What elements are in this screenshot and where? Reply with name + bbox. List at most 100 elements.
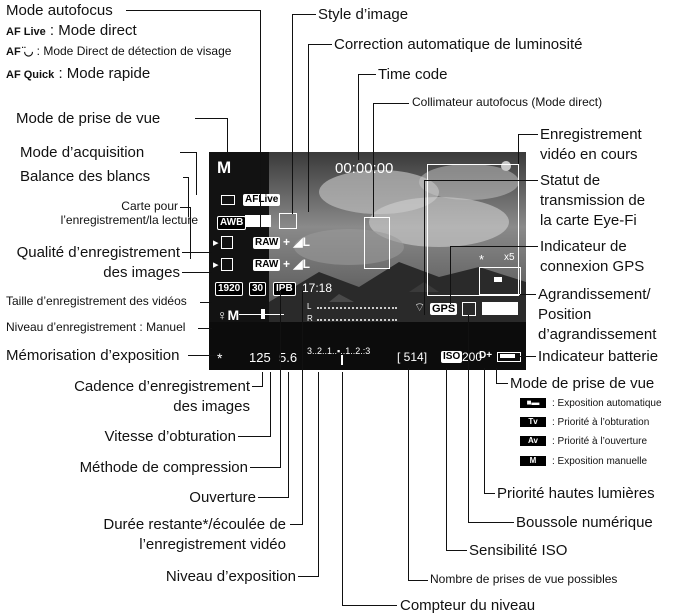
ae-lock-star: * xyxy=(217,350,223,366)
leader-size-h xyxy=(200,302,212,303)
white-balance-badge: AWB xyxy=(217,216,247,230)
magnification-position xyxy=(494,277,502,282)
leader-wb-v xyxy=(188,177,189,217)
jpeg-quality-1: + ◢L xyxy=(283,235,310,249)
compass-icon xyxy=(462,302,476,316)
label-compteur: Compteur du niveau xyxy=(400,597,536,614)
magnification-level: x5 xyxy=(504,252,515,263)
card-slot-2-icon xyxy=(221,258,233,271)
battery-icon xyxy=(497,352,521,362)
leader-gps-h xyxy=(450,246,538,247)
leader-style-v xyxy=(292,14,293,214)
label-carte-l2: l’enregistrement/la lecture xyxy=(60,213,198,227)
raw-badge-1: RAW xyxy=(253,237,281,249)
label-enreg-video-l2: vidéo en cours xyxy=(540,146,638,163)
af-mode-face-row: AF ̈◡ : Mode Direct de détection de visa… xyxy=(6,44,232,58)
label-boussole: Boussole numérique xyxy=(516,514,653,531)
card-slot-1-icon xyxy=(221,236,233,249)
leader-acq-v xyxy=(196,152,197,195)
leader-ev-h xyxy=(298,576,318,577)
label-priorite-hautes: Priorité hautes lumières xyxy=(497,485,655,502)
label-qualite-l2: des images xyxy=(103,264,180,281)
aperture-value: 5.6 xyxy=(279,350,298,365)
label-ouverture: Ouverture xyxy=(189,489,256,506)
leader-dur-h xyxy=(290,524,302,525)
raw-badge-2: RAW xyxy=(253,259,281,271)
af-mode-quick-row: AF Quick : Mode rapide xyxy=(6,65,151,82)
label-sensibilite: Sensibilité ISO xyxy=(469,542,568,559)
leader-shots-v xyxy=(408,368,409,581)
leader-acq-h xyxy=(180,152,196,153)
mic-level-icon: ♀M xyxy=(217,307,240,323)
label-statut-l1: Statut de xyxy=(540,172,601,189)
leader-mode-h xyxy=(195,118,227,119)
label-indic-gps-l1: Indicateur de xyxy=(540,238,627,255)
eyefi-wifi-icon: ⌔ xyxy=(414,300,426,314)
label-memo-expo: Mémorisation d’exposition xyxy=(6,347,180,364)
card1-icon: ▸ xyxy=(213,237,219,249)
leader-bat-h xyxy=(520,356,536,357)
label-niveau-enreg: Niveau d’enregistrement : Manuel xyxy=(6,320,186,334)
leader-wb-h xyxy=(183,177,188,178)
auto-lighting-icon xyxy=(279,213,297,229)
leader-alo-h xyxy=(308,44,332,45)
iso-badge: ISO xyxy=(441,351,463,363)
label-cadence-l2: des images xyxy=(173,398,250,415)
leader-ael-h xyxy=(188,355,216,356)
leader-mode-v xyxy=(227,118,228,160)
expo-mode-m-row: M: Exposition manuelle xyxy=(520,456,647,468)
leader-fps-h xyxy=(252,386,262,387)
af-point-frame xyxy=(364,217,390,269)
audio-meter-bar-l xyxy=(317,307,397,311)
leader-shutter-v xyxy=(270,372,271,437)
label-statut-l3: la carte Eye-Fi xyxy=(540,212,637,229)
label-duree-l1: Durée restante*/écoulée de xyxy=(103,516,286,533)
eyefi-area xyxy=(427,164,519,296)
label-duree-l2: l’enregistrement vidéo xyxy=(139,536,286,553)
leader-dur-v xyxy=(302,290,303,525)
highlight-priority-indicator: D+ xyxy=(479,350,493,361)
expo-mode-av-row: Av: Priorité à l’ouverture xyxy=(520,436,647,448)
leader-comp-v xyxy=(280,290,281,468)
leader-dplus-h xyxy=(484,493,495,494)
label-taille-videos: Taille d’enregistrement des vidéos xyxy=(6,294,187,308)
movie-size-badge: 1920 xyxy=(215,282,244,296)
leader-ev-v xyxy=(318,372,319,577)
leader-dplus-v xyxy=(484,368,485,494)
label-qualite-l1: Qualité d’enregistrement xyxy=(16,244,180,261)
jpeg-quality-2: + ◢L xyxy=(283,257,310,271)
leader-qual-1 xyxy=(182,252,212,253)
label-mode-prise-vue-bottom: Mode de prise de vue xyxy=(510,375,655,392)
picture-style-icon xyxy=(245,215,271,227)
label-agrand-l1: Agrandissement/ xyxy=(538,286,651,303)
leader-shutter-h xyxy=(238,436,270,437)
frame-rate-badge: 30 xyxy=(249,282,267,296)
exposure-mode-badge xyxy=(482,302,518,315)
leader-rec-h xyxy=(518,134,538,135)
drive-mode-icon xyxy=(221,195,235,205)
leader-tc-h xyxy=(358,74,376,75)
label-agrand-l2: Position xyxy=(538,306,592,323)
leader-cnt-h xyxy=(342,605,397,606)
label-compression: Méthode de compression xyxy=(79,459,248,476)
audio-meter-bar-r xyxy=(317,319,397,323)
label-mode-acquisition: Mode d’acquisition xyxy=(20,144,145,161)
label-correction-lum: Correction automatique de luminosité xyxy=(334,36,583,53)
leader-eyefi-h xyxy=(424,180,538,181)
leader-af-h xyxy=(126,10,260,11)
leader-mic-h xyxy=(198,328,212,329)
time-code-display: 00:00:00 xyxy=(335,160,394,177)
leader-compass-v xyxy=(468,315,469,523)
label-vitesse: Vitesse d’obturation xyxy=(104,428,236,445)
leader-gps-v xyxy=(450,246,451,304)
label-statut-l2: transmission de xyxy=(540,192,646,209)
leader-af-v xyxy=(260,10,261,235)
exposure-level-marker xyxy=(341,355,343,365)
label-nombre-prises: Nombre de prises de vue possibles xyxy=(430,572,618,586)
gps-badge: GPS xyxy=(430,303,458,315)
label-enreg-video-l1: Enregistrement xyxy=(540,126,642,143)
recording-dot-icon xyxy=(501,161,511,171)
magnification-box xyxy=(479,267,521,295)
leader-ap-v xyxy=(288,372,289,498)
magnification-star: * xyxy=(479,252,485,267)
